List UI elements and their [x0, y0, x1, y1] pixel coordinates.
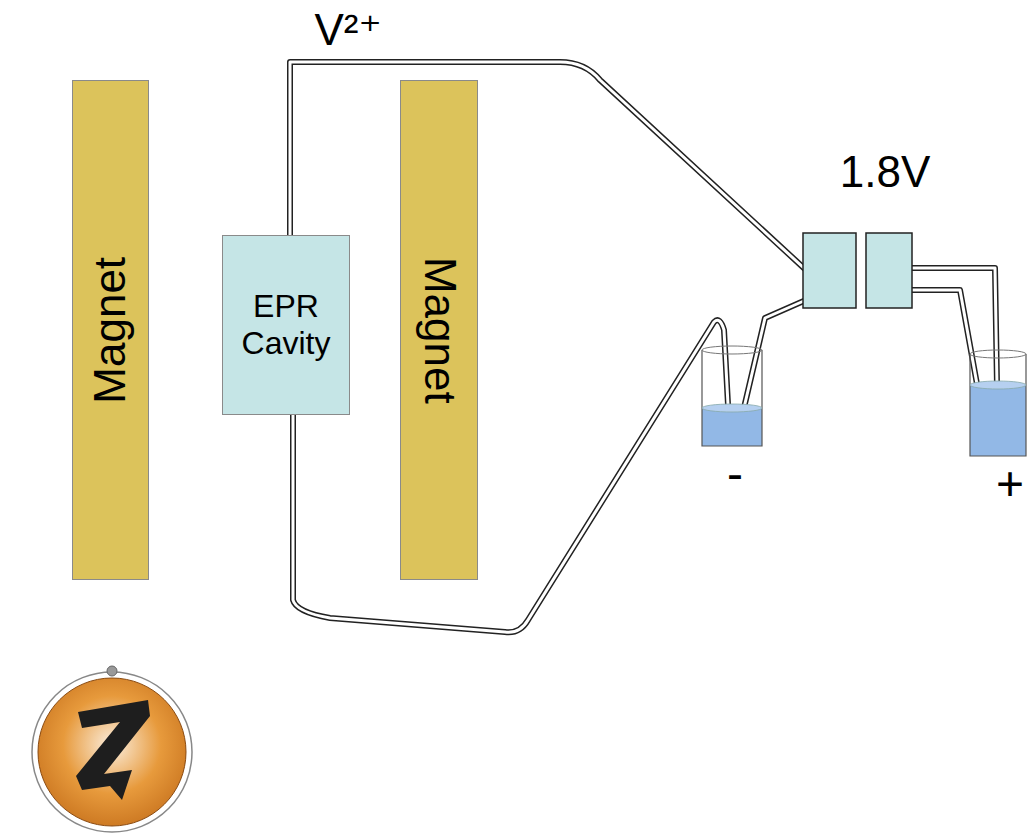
cell-half	[866, 233, 912, 308]
node-label: EPR Cavity	[236, 288, 336, 362]
polarity-sign: +	[996, 460, 1024, 508]
voltage-label: 1.8V	[840, 150, 931, 194]
polarity-sign: -	[727, 450, 743, 498]
tubing	[290, 62, 998, 632]
epr-cavity: EPR Cavity	[222, 235, 350, 415]
node-label: Magnet	[85, 257, 136, 404]
magnet: Magnet	[72, 80, 149, 580]
beaker	[970, 350, 1026, 456]
ion-label: V²⁺	[314, 8, 381, 52]
cell-half	[803, 233, 856, 308]
logo	[32, 666, 192, 832]
node-label: Magnet	[414, 257, 465, 404]
beaker	[702, 346, 762, 446]
magnet: Magnet	[400, 80, 478, 580]
